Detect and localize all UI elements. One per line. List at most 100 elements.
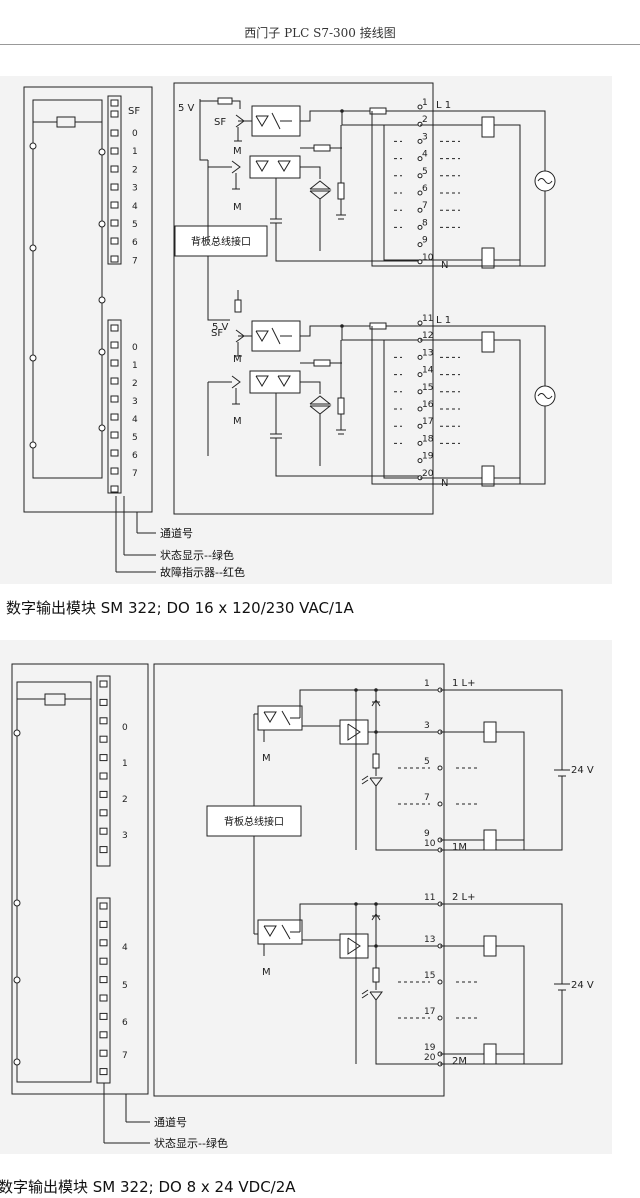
wire [263, 925, 277, 937]
wire [341, 326, 420, 341]
led-indicator [110, 413, 119, 421]
terminal [437, 801, 443, 807]
wire [299, 689, 440, 718]
module1-caption: 数字输出模块 SM 322; DO 16 x 120/230 VAC/1A [6, 599, 354, 617]
wire [420, 110, 546, 171]
module2-legend-channel: 通道号 [154, 1115, 187, 1129]
module1-sf-label: SF [128, 106, 140, 117]
channel-label: 4 [132, 415, 138, 425]
terminal-number: 6 [422, 184, 428, 194]
led-indicator [99, 680, 108, 688]
wire [281, 924, 291, 940]
led-indicator [110, 147, 119, 155]
led-indicator [99, 735, 108, 743]
led-indicator [99, 1068, 108, 1076]
wire [440, 776, 563, 851]
module2-common2-label: 2M [452, 1056, 467, 1067]
led-indicator [110, 431, 119, 439]
led-indicator [110, 201, 119, 209]
module2-ground-label-2: M [262, 967, 271, 978]
terminal [417, 190, 423, 196]
wire [440, 689, 563, 770]
terminal-number: 9 [424, 829, 430, 839]
led-indicator [99, 772, 108, 780]
terminal-number: 5 [422, 167, 428, 177]
terminal-number: 20 [422, 469, 434, 479]
terminal-number: 16 [422, 400, 434, 410]
terminal [417, 207, 423, 213]
wire [494, 124, 521, 266]
led-indicator [99, 939, 108, 947]
wire [383, 340, 420, 479]
panel-circle [13, 729, 21, 737]
terminal [437, 979, 443, 985]
wire [347, 937, 361, 955]
wire [371, 699, 381, 707]
channel-label: 1 [132, 361, 138, 371]
module1-front-panel [23, 86, 153, 513]
module2-front-panel [11, 663, 149, 1095]
triac-driver [249, 155, 301, 179]
ground-label: M [233, 146, 242, 157]
wire [361, 993, 369, 999]
module2-bus-interface-label: 背板总线接口 [224, 815, 284, 828]
load-coil [483, 935, 497, 957]
wire [271, 327, 281, 345]
terminal-number: 14 [422, 366, 434, 376]
wire [199, 99, 208, 161]
wire [371, 913, 381, 921]
led-indicator [99, 790, 108, 798]
wire [494, 339, 521, 484]
wire [309, 180, 332, 190]
load-coil [481, 247, 495, 269]
module2-label-strip [16, 681, 92, 1083]
channel-label: 4 [122, 943, 128, 953]
panel-circle [98, 348, 106, 356]
channel-label: 0 [122, 723, 128, 733]
wire [299, 903, 440, 932]
module1-bus-interface-box [174, 225, 268, 257]
channel-label: 2 [122, 795, 128, 805]
panel-circle [98, 296, 106, 304]
amplifier [339, 719, 369, 745]
wire [309, 405, 332, 415]
resistor [372, 753, 380, 769]
led-indicator [110, 395, 119, 403]
module2-legend-status: 状态显示--绿色 [154, 1136, 228, 1150]
load-coil [481, 116, 495, 138]
wire [309, 395, 332, 405]
led-indicator [110, 485, 119, 493]
module1-legend-channel: 通道号 [160, 526, 193, 540]
led-indicator [110, 467, 119, 475]
module1-circuit-box [173, 82, 434, 515]
terminal-number: 4 [422, 150, 428, 160]
module2-led-column-1 [96, 675, 111, 867]
wire [420, 406, 546, 485]
terminal-number: 20 [424, 1053, 436, 1063]
led-indicator [110, 129, 119, 137]
led-indicator [110, 183, 119, 191]
terminal [417, 138, 423, 144]
module2-bus-interface-box [206, 805, 302, 837]
panel-circle [98, 220, 106, 228]
terminal [417, 423, 423, 429]
wire [207, 256, 230, 321]
terminal-number: 10 [422, 253, 434, 263]
module1-bus-interface-label: 背板总线接口 [191, 235, 251, 248]
junction-dot [354, 688, 358, 692]
resistor [337, 182, 345, 200]
led-indicator [99, 1049, 108, 1057]
wire [300, 166, 321, 179]
wire [300, 110, 370, 122]
channel-label: 6 [132, 238, 138, 248]
wire [255, 115, 269, 127]
channel-label: 6 [132, 451, 138, 461]
channel-label: 5 [132, 220, 138, 230]
wire [281, 710, 291, 726]
resistor [234, 299, 242, 313]
header-divider [0, 44, 640, 45]
load-coil [483, 829, 497, 851]
module1-circuit-wiring [199, 97, 556, 487]
